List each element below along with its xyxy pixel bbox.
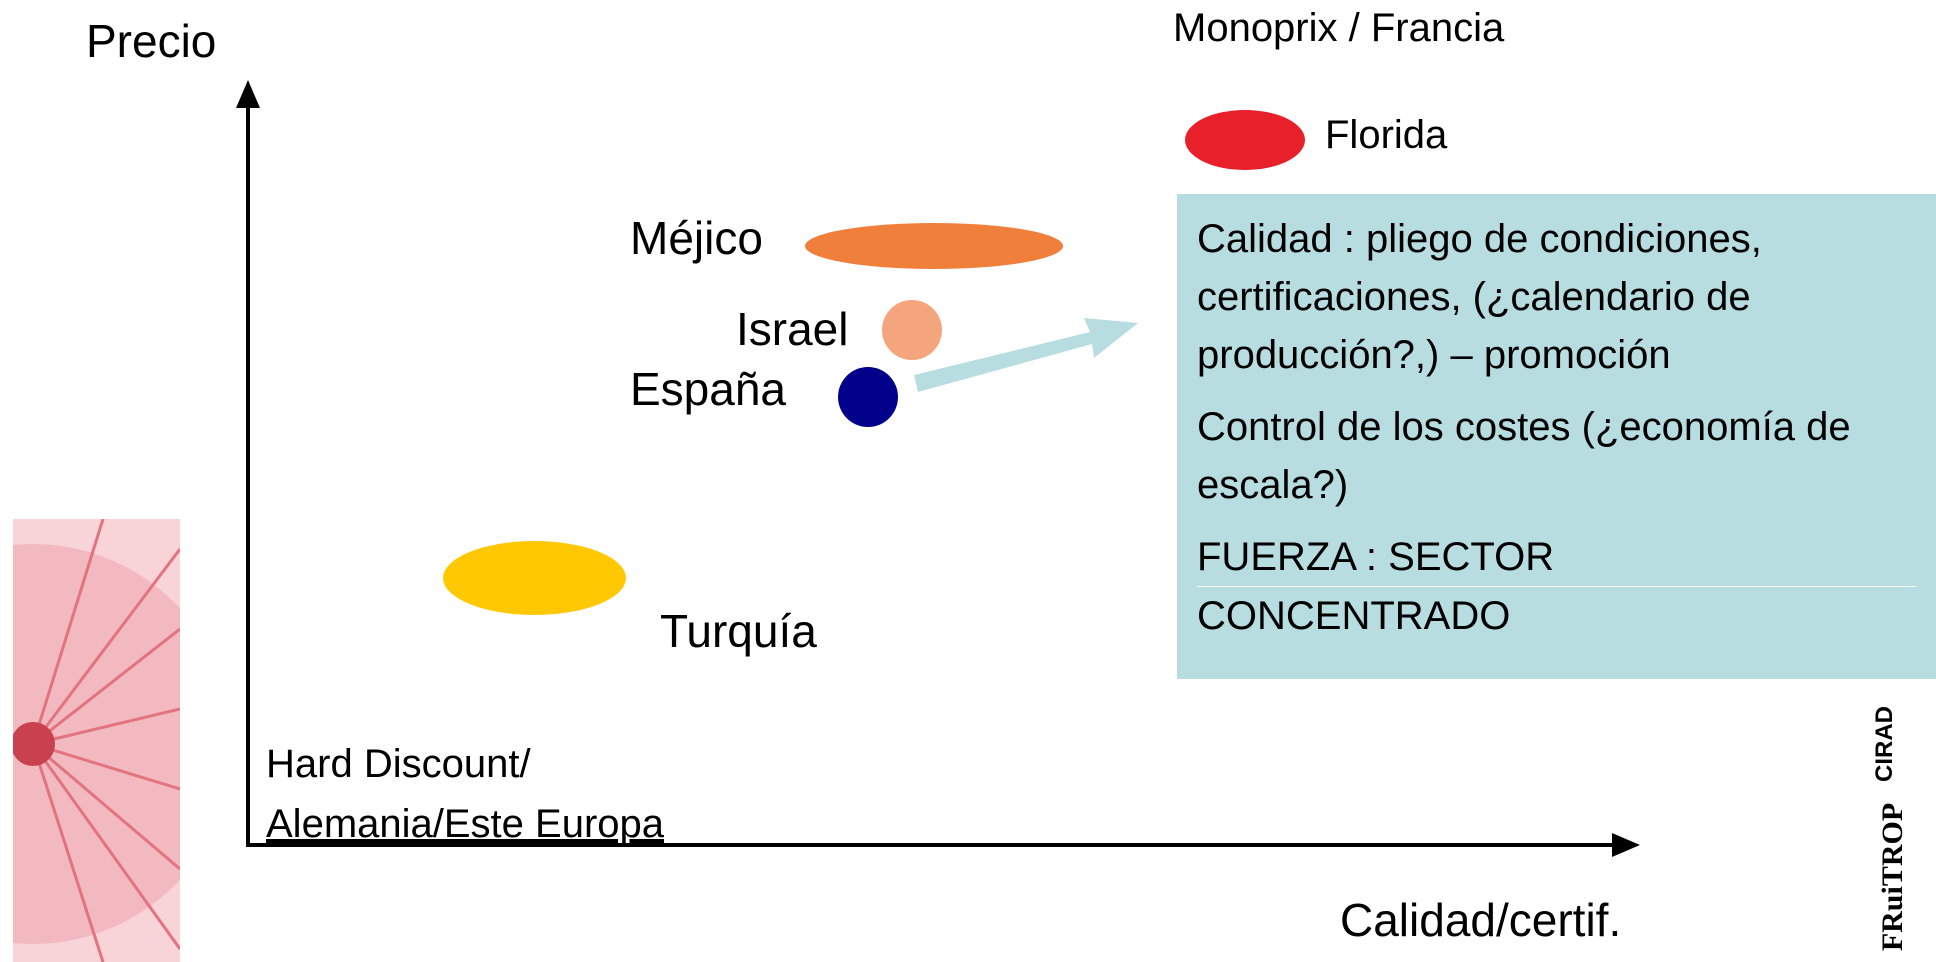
espana-label: España [630, 363, 787, 415]
cirad-fruitrop-logo: CIRAD FRuiTROP [1869, 690, 1917, 960]
y-axis-arrowhead [236, 80, 260, 108]
info-strength-line2: CONCENTRADO [1197, 586, 1916, 645]
florida-label: Florida [1325, 113, 1448, 157]
mejico-marker [805, 223, 1063, 269]
trend-arrow [914, 318, 1138, 392]
x-axis-arrowhead [1612, 833, 1640, 857]
top-label: Monoprix / Francia [1173, 6, 1505, 50]
grapefruit-segments [13, 519, 180, 962]
x-axis-label: Calidad/certif. [1340, 894, 1622, 946]
info-cost-text: Control de los costes (¿economía de esca… [1197, 405, 1851, 507]
y-axis-label: Precio [86, 15, 217, 67]
florida-marker [1185, 110, 1305, 170]
mejico-label: Méjico [630, 212, 763, 264]
israel-label: Israel [736, 303, 849, 355]
turquia-marker [443, 541, 626, 615]
turquia-label: Turquía [660, 605, 817, 657]
origin-label-line1: Hard Discount/ [266, 742, 531, 786]
fruitrop-logo-text: FRuiTROP [1876, 802, 1910, 952]
cirad-logo-text: CIRAD [1871, 706, 1898, 782]
origin-label-line2: Alemania/Este Europa [266, 802, 665, 846]
grapefruit-image [13, 519, 180, 962]
info-box: Calidad : pliego de condiciones, certifi… [1177, 194, 1936, 679]
espana-marker [838, 367, 898, 427]
info-quality-text: Calidad : pliego de condiciones, certifi… [1197, 217, 1762, 377]
israel-marker [882, 300, 942, 360]
info-strength-line1: FUERZA : SECTOR [1197, 535, 1555, 579]
